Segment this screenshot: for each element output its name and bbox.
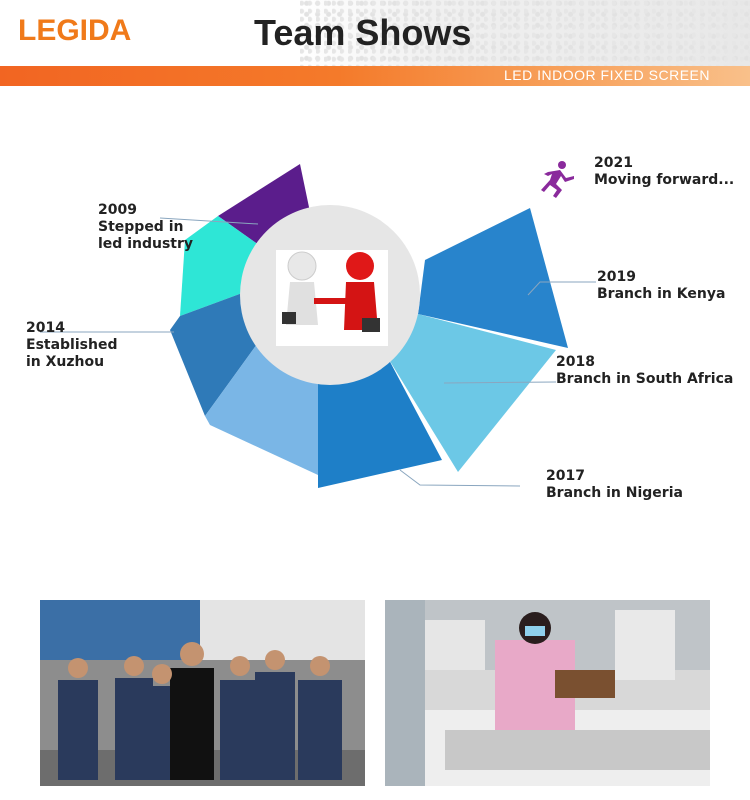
connector-lines bbox=[40, 217, 596, 487]
sector-2019 bbox=[418, 208, 568, 348]
label-2018: 2018 Branch in South Africa bbox=[556, 354, 734, 387]
label-2014: 2014 Established in Xuzhou bbox=[26, 320, 118, 370]
header-bar: LED INDOOR FIXED SCREEN bbox=[0, 66, 750, 86]
label-2009: 2009 Stepped in led industry bbox=[98, 202, 193, 252]
page-header: LEGIDA Team Shows LED INDOOR FIXED SCREE… bbox=[0, 0, 750, 90]
world-map-background bbox=[300, 0, 750, 66]
sector-2017 bbox=[318, 358, 442, 488]
team-photo bbox=[40, 600, 365, 786]
sector-2014 bbox=[170, 292, 260, 416]
brand-logo: LEGIDA bbox=[18, 14, 132, 47]
timeline-chart: 2009 Stepped in led industry 2014 Establ… bbox=[0, 120, 750, 540]
label-2019: 2019 Branch in Kenya bbox=[597, 269, 726, 302]
sector-2018 bbox=[388, 314, 556, 472]
wheel-sectors bbox=[170, 164, 568, 488]
sector-teal bbox=[180, 216, 280, 316]
page-title: Team Shows bbox=[254, 12, 472, 53]
label-2021: 2021 Moving forward... bbox=[594, 155, 735, 188]
runner-icon bbox=[541, 161, 574, 198]
worker-photo bbox=[385, 600, 710, 786]
header-subtitle: LED INDOOR FIXED SCREEN bbox=[504, 67, 710, 83]
timeline-wheel bbox=[40, 161, 596, 488]
handshake-illustration bbox=[276, 250, 388, 346]
label-2017: 2017 Branch in Nigeria bbox=[546, 468, 683, 501]
